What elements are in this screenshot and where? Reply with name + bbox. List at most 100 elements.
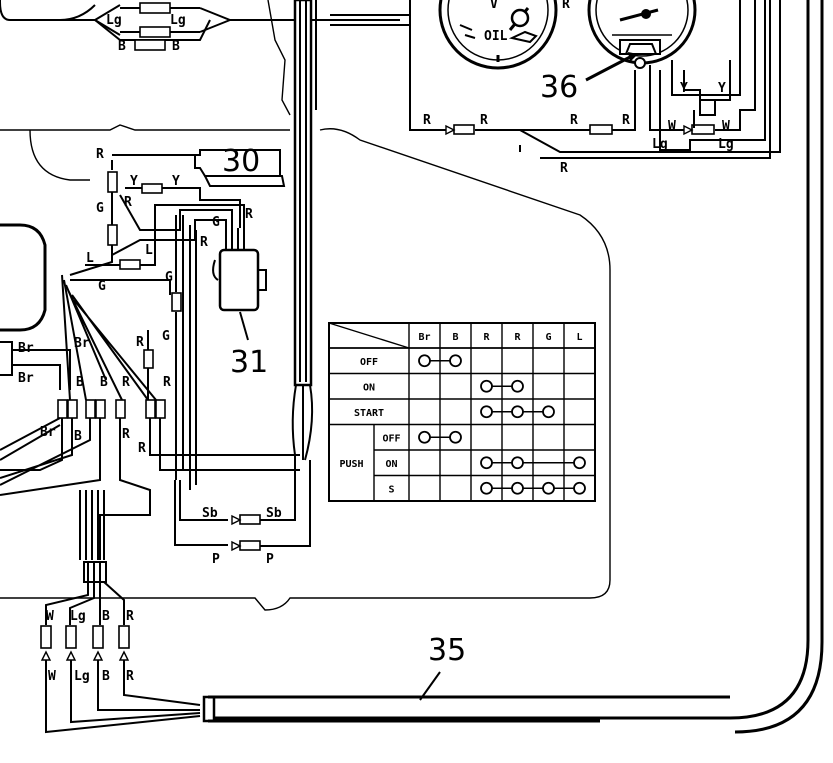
table-connection-dot bbox=[480, 405, 493, 419]
label-lg-bot-2: Lg bbox=[74, 669, 90, 684]
left-gauge-oil: OIL bbox=[484, 29, 508, 44]
label-r-31: R bbox=[245, 207, 253, 222]
bottom-conn-b bbox=[92, 625, 104, 649]
sw-conn-6 bbox=[145, 399, 156, 419]
label-sb-1: Sb bbox=[202, 506, 218, 521]
label-b-left: B bbox=[118, 39, 126, 54]
label-g-mid: G bbox=[165, 270, 173, 285]
label-w-gauge-2: W bbox=[722, 119, 730, 134]
label-r-bus-4: R bbox=[622, 113, 630, 128]
table-connection-dot bbox=[573, 456, 586, 470]
table-col-header: B bbox=[452, 332, 458, 343]
conn-sb bbox=[239, 514, 261, 525]
bottom-conn-r bbox=[118, 625, 130, 649]
sw-conn-1 bbox=[57, 399, 68, 419]
label-r-bot-1: R bbox=[126, 609, 134, 624]
label-w-bot-1: W bbox=[46, 609, 54, 624]
left-gauge: OIL V bbox=[438, 0, 558, 70]
table-connection-dot bbox=[511, 379, 524, 393]
table-connection-dot bbox=[511, 456, 524, 470]
table-connection-dot bbox=[449, 430, 462, 444]
table-connection-dot bbox=[418, 354, 431, 368]
table-connection-dot bbox=[449, 354, 462, 368]
bottom-conn-w bbox=[40, 625, 52, 649]
label-w-gauge-1: W bbox=[668, 119, 676, 134]
table-col-header: R bbox=[483, 332, 490, 343]
panel-outline bbox=[0, 0, 824, 734]
gauge-wiring bbox=[409, 0, 781, 159]
conn-r-2 bbox=[589, 124, 613, 135]
component-31: 31 bbox=[212, 228, 268, 380]
connector-top-2 bbox=[139, 26, 171, 38]
label-lg-gauge-1: Lg bbox=[652, 137, 668, 152]
label-r-30b: R bbox=[124, 195, 132, 210]
table-col-header: L bbox=[576, 332, 582, 343]
conn-g-mid bbox=[171, 292, 182, 312]
table-connection-dot bbox=[542, 405, 555, 419]
label-b-right: B bbox=[172, 39, 180, 54]
label-sb-2: Sb bbox=[266, 506, 282, 521]
label-r-31b: R bbox=[200, 235, 208, 250]
label-b-bot-1: B bbox=[102, 609, 110, 624]
component-30: 30 bbox=[194, 144, 286, 187]
left-switch-body bbox=[0, 223, 157, 401]
conn-p bbox=[239, 540, 261, 551]
table-row-label: START bbox=[354, 408, 384, 419]
label-g-left: G bbox=[96, 201, 104, 216]
table-connection-dot bbox=[480, 456, 493, 470]
sw-conn-5 bbox=[115, 399, 126, 419]
table-row-label: S bbox=[388, 485, 394, 496]
sb-p-connectors bbox=[174, 455, 311, 552]
conn-g-vert bbox=[107, 224, 118, 246]
conn-l bbox=[119, 259, 141, 270]
sw-conn-3 bbox=[85, 399, 96, 419]
label-br-3: Br bbox=[74, 336, 90, 351]
bottom-conn-lg bbox=[65, 625, 77, 649]
label-r-sw5: R bbox=[138, 441, 146, 456]
label-l-left: L bbox=[86, 251, 94, 266]
label-p-1: P bbox=[212, 552, 220, 567]
callout-35-text: 35 bbox=[428, 633, 466, 668]
label-b-sw1: B bbox=[76, 375, 84, 390]
label-r-bus-3: R bbox=[570, 113, 578, 128]
switch-connectors bbox=[0, 330, 300, 560]
sw-conn-7 bbox=[155, 399, 166, 419]
label-g-lower: G bbox=[98, 279, 106, 294]
table-connection-dot bbox=[480, 481, 493, 495]
callout-30-text: 30 bbox=[222, 144, 260, 179]
table-connection-dot bbox=[480, 379, 493, 393]
label-b-bot-2: B bbox=[102, 669, 110, 684]
label-l-right: L bbox=[145, 243, 153, 258]
table-connection-dot bbox=[418, 430, 431, 444]
label-lg-right: Lg bbox=[170, 13, 186, 28]
label-r-sw4: R bbox=[122, 427, 130, 442]
label-r-30: R bbox=[96, 147, 104, 162]
bottom-harness: 35 bbox=[40, 490, 730, 734]
sw-conn-8 bbox=[143, 349, 154, 369]
table-col-header: G bbox=[545, 332, 551, 343]
table-row-label: OFF bbox=[360, 357, 378, 368]
label-lg-gauge-2: Lg bbox=[718, 137, 734, 152]
table-group-label: PUSH bbox=[339, 459, 363, 470]
label-b-sw2: B bbox=[100, 375, 108, 390]
conn-r-vert-1 bbox=[107, 171, 118, 193]
callout-31-text: 31 bbox=[230, 345, 268, 380]
table-connection-dot bbox=[511, 405, 524, 419]
label-g-31: G bbox=[212, 215, 220, 230]
label-r-bot-2: R bbox=[126, 669, 134, 684]
table-diagonal bbox=[328, 322, 410, 349]
label-b-sw3: B bbox=[74, 429, 82, 444]
table-connection-dot bbox=[511, 481, 524, 495]
label-y-conn: Y bbox=[130, 174, 138, 189]
label-y-conn-2: Y bbox=[172, 174, 180, 189]
label-r-sw3: R bbox=[163, 375, 171, 390]
label-r-bus-5: R bbox=[560, 161, 568, 176]
label-r-bus-1: R bbox=[423, 113, 431, 128]
upper-left-wiring bbox=[69, 154, 245, 490]
conn-r-1 bbox=[453, 124, 475, 135]
connector-top-3 bbox=[134, 39, 166, 51]
label-p-2: P bbox=[266, 552, 274, 567]
table-col-header: R bbox=[514, 332, 521, 343]
label-br-2: Br bbox=[18, 371, 34, 386]
